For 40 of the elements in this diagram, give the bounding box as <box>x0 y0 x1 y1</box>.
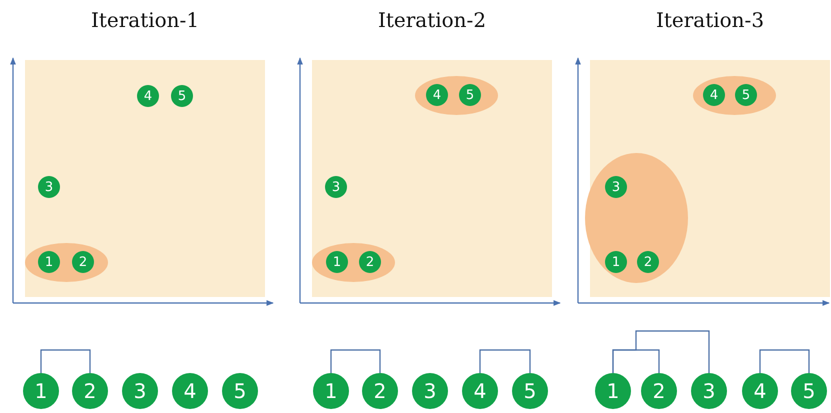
data-point: 3 <box>412 373 448 409</box>
dendrogram-link <box>479 349 531 373</box>
data-point: 3 <box>122 373 158 409</box>
data-point: 5 <box>512 373 548 409</box>
data-point: 2 <box>637 251 659 273</box>
data-point: 1 <box>326 251 348 273</box>
cluster-ellipse <box>25 243 108 282</box>
panel-title: Iteration-3 <box>656 8 764 32</box>
data-point: 2 <box>362 373 398 409</box>
data-point: 3 <box>325 176 347 198</box>
data-point: 4 <box>426 84 448 106</box>
cluster-ellipse <box>312 243 395 282</box>
dendrogram-link <box>612 330 710 373</box>
dendrogram-link <box>40 349 91 373</box>
dendrogram-link <box>330 349 381 373</box>
dendrogram-link <box>759 349 810 373</box>
panel-title: Iteration-1 <box>90 8 200 32</box>
data-point: 4 <box>462 373 498 409</box>
data-point: 5 <box>459 84 481 106</box>
data-point: 2 <box>72 373 108 409</box>
data-point: 5 <box>735 84 757 106</box>
data-point: 1 <box>23 373 59 409</box>
data-point: 4 <box>703 84 725 106</box>
data-point: 3 <box>38 176 60 198</box>
data-point: 2 <box>641 373 677 409</box>
data-point: 2 <box>72 251 94 273</box>
data-point: 5 <box>171 85 193 107</box>
data-point: 2 <box>359 251 381 273</box>
panel-title: Iteration-2 <box>378 8 486 32</box>
data-point: 4 <box>137 85 159 107</box>
data-point: 5 <box>222 373 258 409</box>
data-point: 5 <box>791 373 827 409</box>
data-point: 4 <box>172 373 208 409</box>
data-point: 1 <box>595 373 631 409</box>
data-point: 3 <box>691 373 727 409</box>
data-point: 4 <box>742 373 778 409</box>
data-point: 1 <box>38 251 60 273</box>
data-point: 1 <box>605 251 627 273</box>
data-point: 1 <box>313 373 349 409</box>
data-point: 3 <box>605 176 627 198</box>
